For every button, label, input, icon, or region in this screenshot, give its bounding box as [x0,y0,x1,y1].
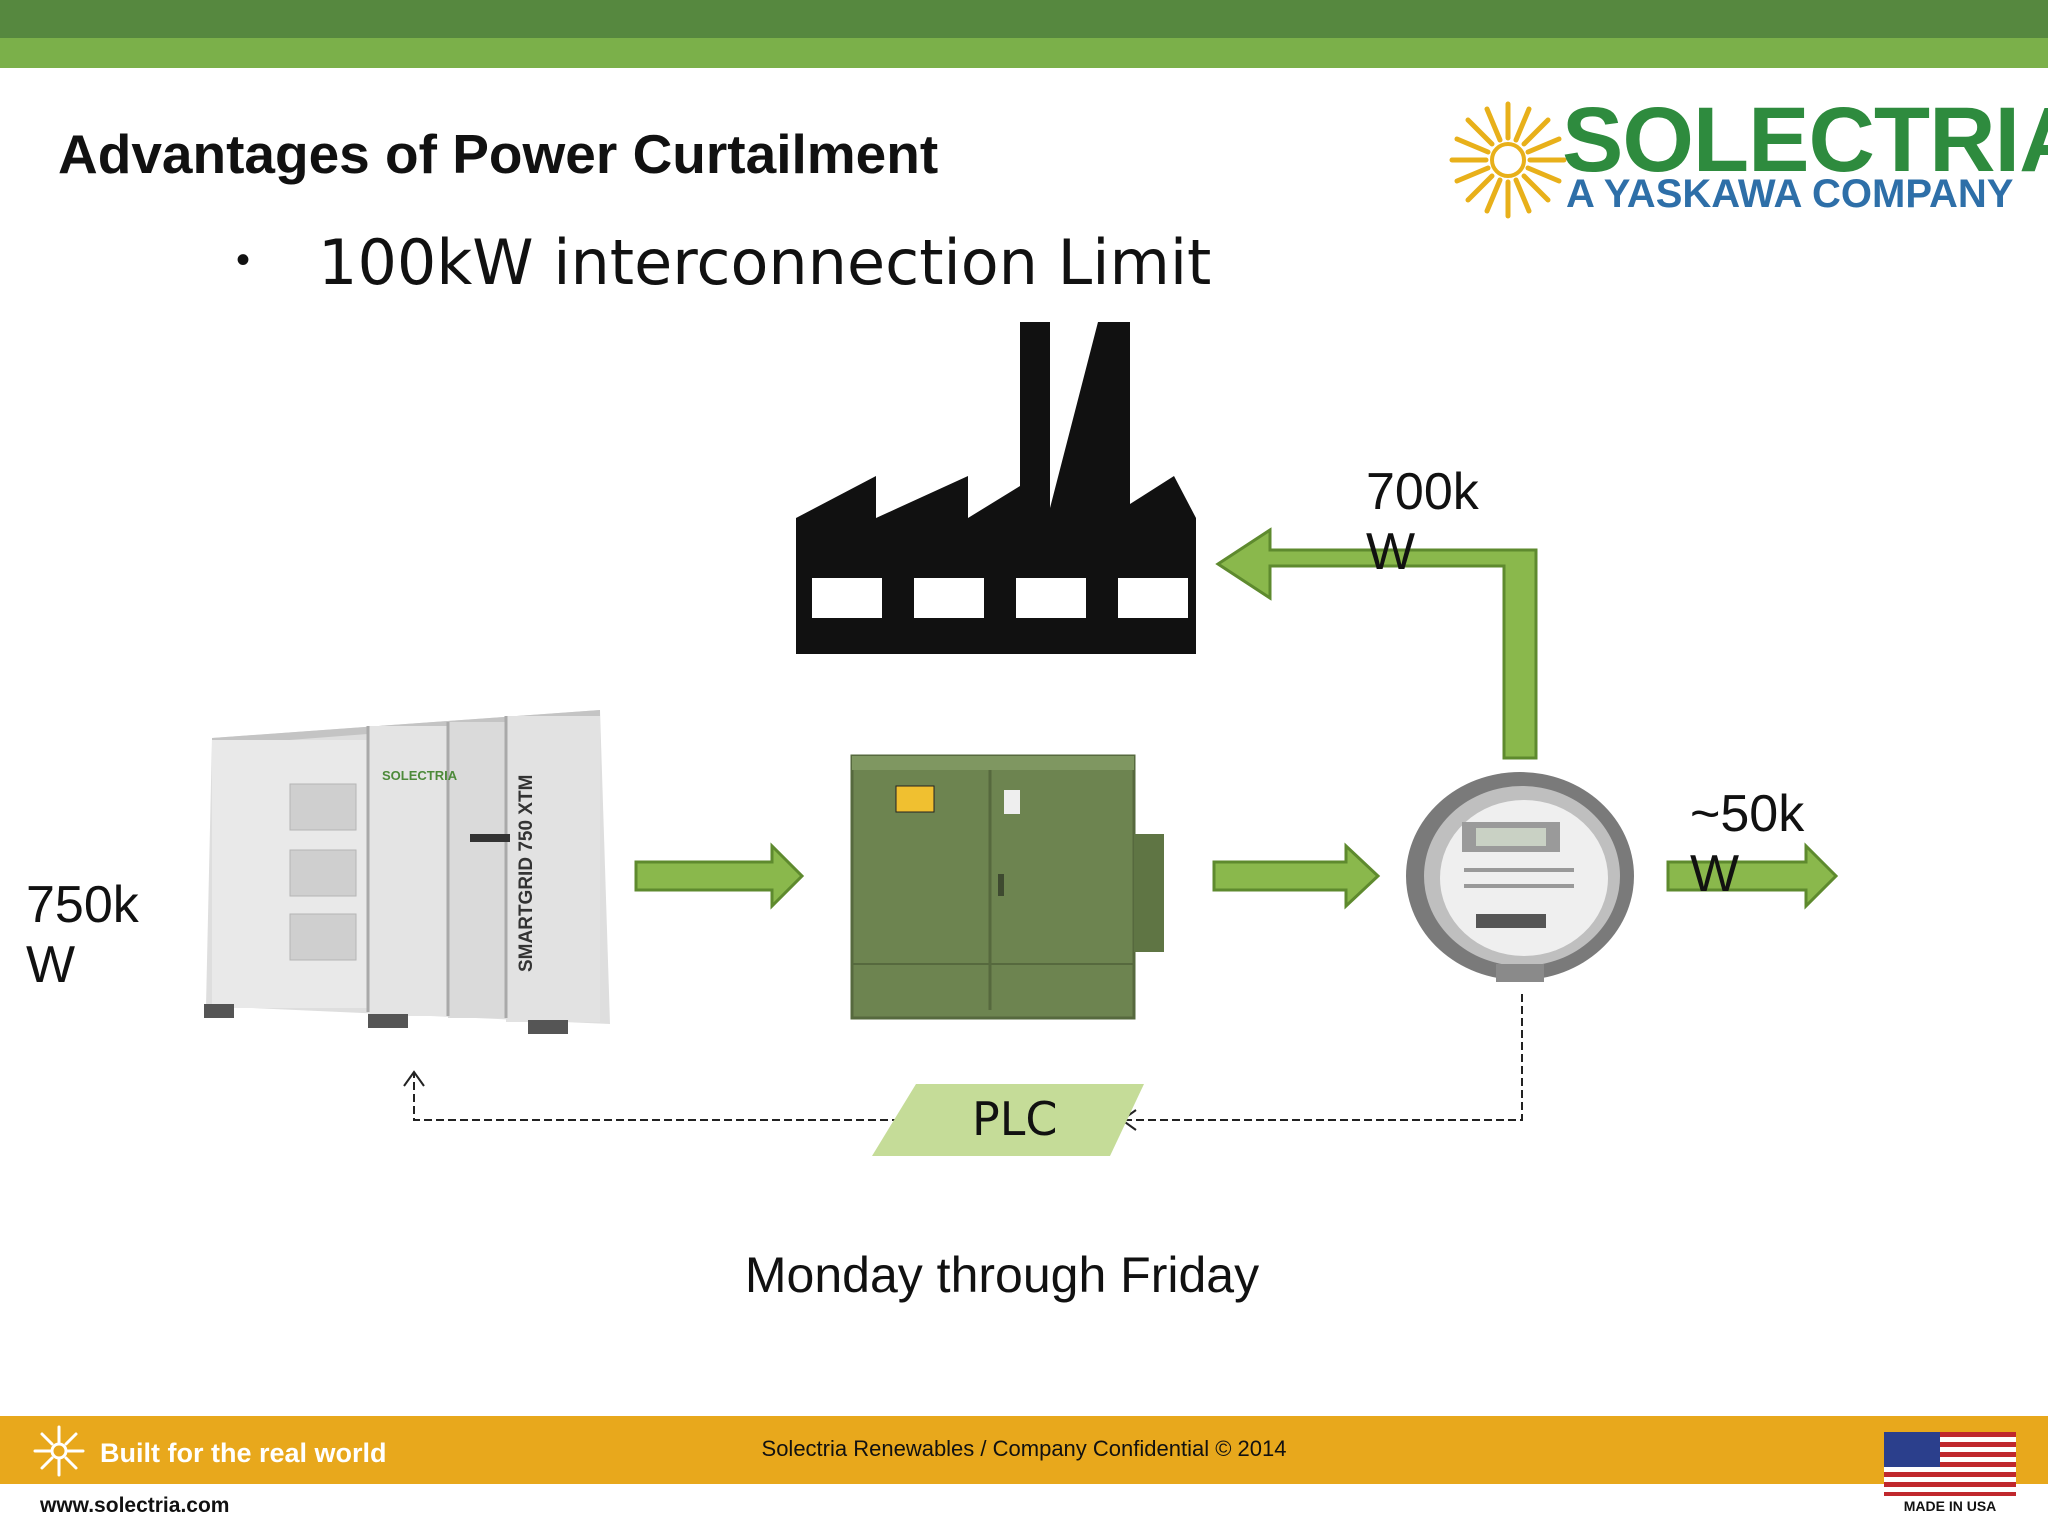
footer-website-link[interactable]: www.solectria.com [40,1494,230,1517]
flow-arrow-meter-to-grid [1666,842,1839,910]
footer-confidential: Solectria Renewables / Company Confident… [761,1436,1287,1461]
us-flag-icon [1884,1432,2016,1496]
inverter-power-label: 750kW [26,876,139,994]
plc-box [872,1084,1144,1156]
flow-arrow-inverter-to-transformer [634,842,805,910]
feedback-arrowhead-to-inverter [403,1070,425,1087]
bullet-marker: • [236,238,251,282]
plc-label: PLC [972,1092,1058,1146]
header-bar-dark [0,0,2048,38]
flow-arrow-meter-to-factory [1215,527,1538,760]
bullet-text: 100kW interconnection Limit [318,226,1212,299]
inverter-cabinet: SOLECTRIA SMARTGRID 750 XTM [204,710,610,1034]
footer-bar [0,1416,2048,1484]
slide-title: Advantages of Power Curtailment [58,123,939,185]
feedback-signal-path [413,994,1523,1121]
flow-arrow-transformer-to-meter [1212,842,1381,910]
electric-meter [1406,772,1634,982]
diagram-canvas: SOLECTRIA SMARTGRID 750 XTM [204,322,1839,1156]
logo-subtitle: A YASKAWA COMPANY [1566,172,2014,216]
factory-icon [796,322,1196,654]
logo-wordmark: SOLECTRIA [1562,89,2048,191]
made-in-usa-label: MADE IN USA [1903,1498,1997,1514]
export-power-label: ~50kW [1690,785,1805,903]
factory-power-label: 700kW [1366,463,1479,581]
sun-logo-icon [1449,101,1567,219]
schedule-caption: Monday through Friday [744,1247,1260,1303]
footer-sun-icon [33,1425,85,1477]
transformer-box [850,754,1164,1020]
inverter-brand-text: SOLECTRIA [382,768,458,783]
inverter-model-text: SMARTGRID 750 XTM [516,775,537,972]
footer-slogan: Built for the real world [100,1438,387,1468]
header-bar-light [0,38,2048,68]
